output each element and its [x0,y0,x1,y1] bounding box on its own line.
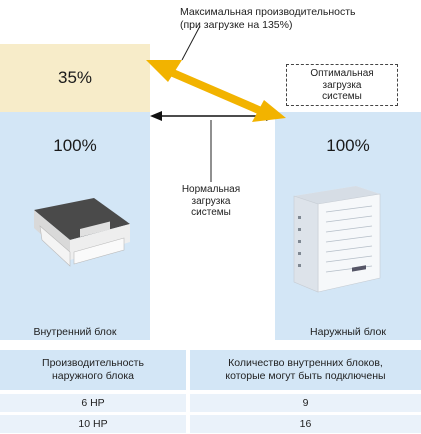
header-capacity-line1: Производительность [42,357,144,369]
header-count-line1: Количество внутренних блоков, [228,357,383,369]
max-performance-line1: Максимальная производительность [180,6,356,18]
table-cell-count: 16 [190,415,421,433]
max-performance-label: Максимальная производительность (при заг… [180,6,420,31]
indoor-overload-percent: 35% [57,68,93,87]
cassette-indoor-unit-image [34,198,130,267]
table-row: 6 HP 9 [0,394,421,412]
normal-load-line2: загрузка [191,195,231,207]
outdoor-normal-percent: 100% [326,136,370,155]
optimal-load-line2: загрузка [322,79,362,91]
outdoor-unit-image [293,186,381,293]
optimal-load-box: Оптимальная загрузка системы [286,64,398,106]
table-header-outdoor-capacity: Производительность наружного блока [0,350,186,390]
normal-load-label: Нормальная загрузка системы [161,184,261,219]
max-performance-yellow-arrow [146,60,286,122]
indoor-overload-zone [0,44,150,112]
normal-load-line1: Нормальная [181,184,241,195]
max-performance-leader [181,25,201,61]
table-cell-capacity: 6 HP [0,394,186,412]
outdoor-unit-caption: Наружный блок [310,326,386,338]
optimal-load-line3: системы [322,91,362,102]
optimal-load-line1: Оптимальная [310,68,374,79]
header-capacity-line2: наружного блока [51,369,135,382]
table-header-indoor-count: Количество внутренних блоков, которые мо… [190,350,421,390]
compatibility-table: Производительность наружного блока Колич… [0,350,421,434]
table-cell-capacity: 10 HP [0,415,186,433]
table-cell-count: 9 [190,394,421,412]
table-row: 10 HP 16 [0,415,421,433]
normal-load-line3: системы [191,207,231,218]
indoor-unit-caption: Внутренний блок [33,326,117,338]
max-performance-line2: (при загрузке на 135%) [180,18,293,31]
header-count-line2: которые могут быть подключены [225,369,386,382]
indoor-normal-percent: 100% [53,136,97,155]
